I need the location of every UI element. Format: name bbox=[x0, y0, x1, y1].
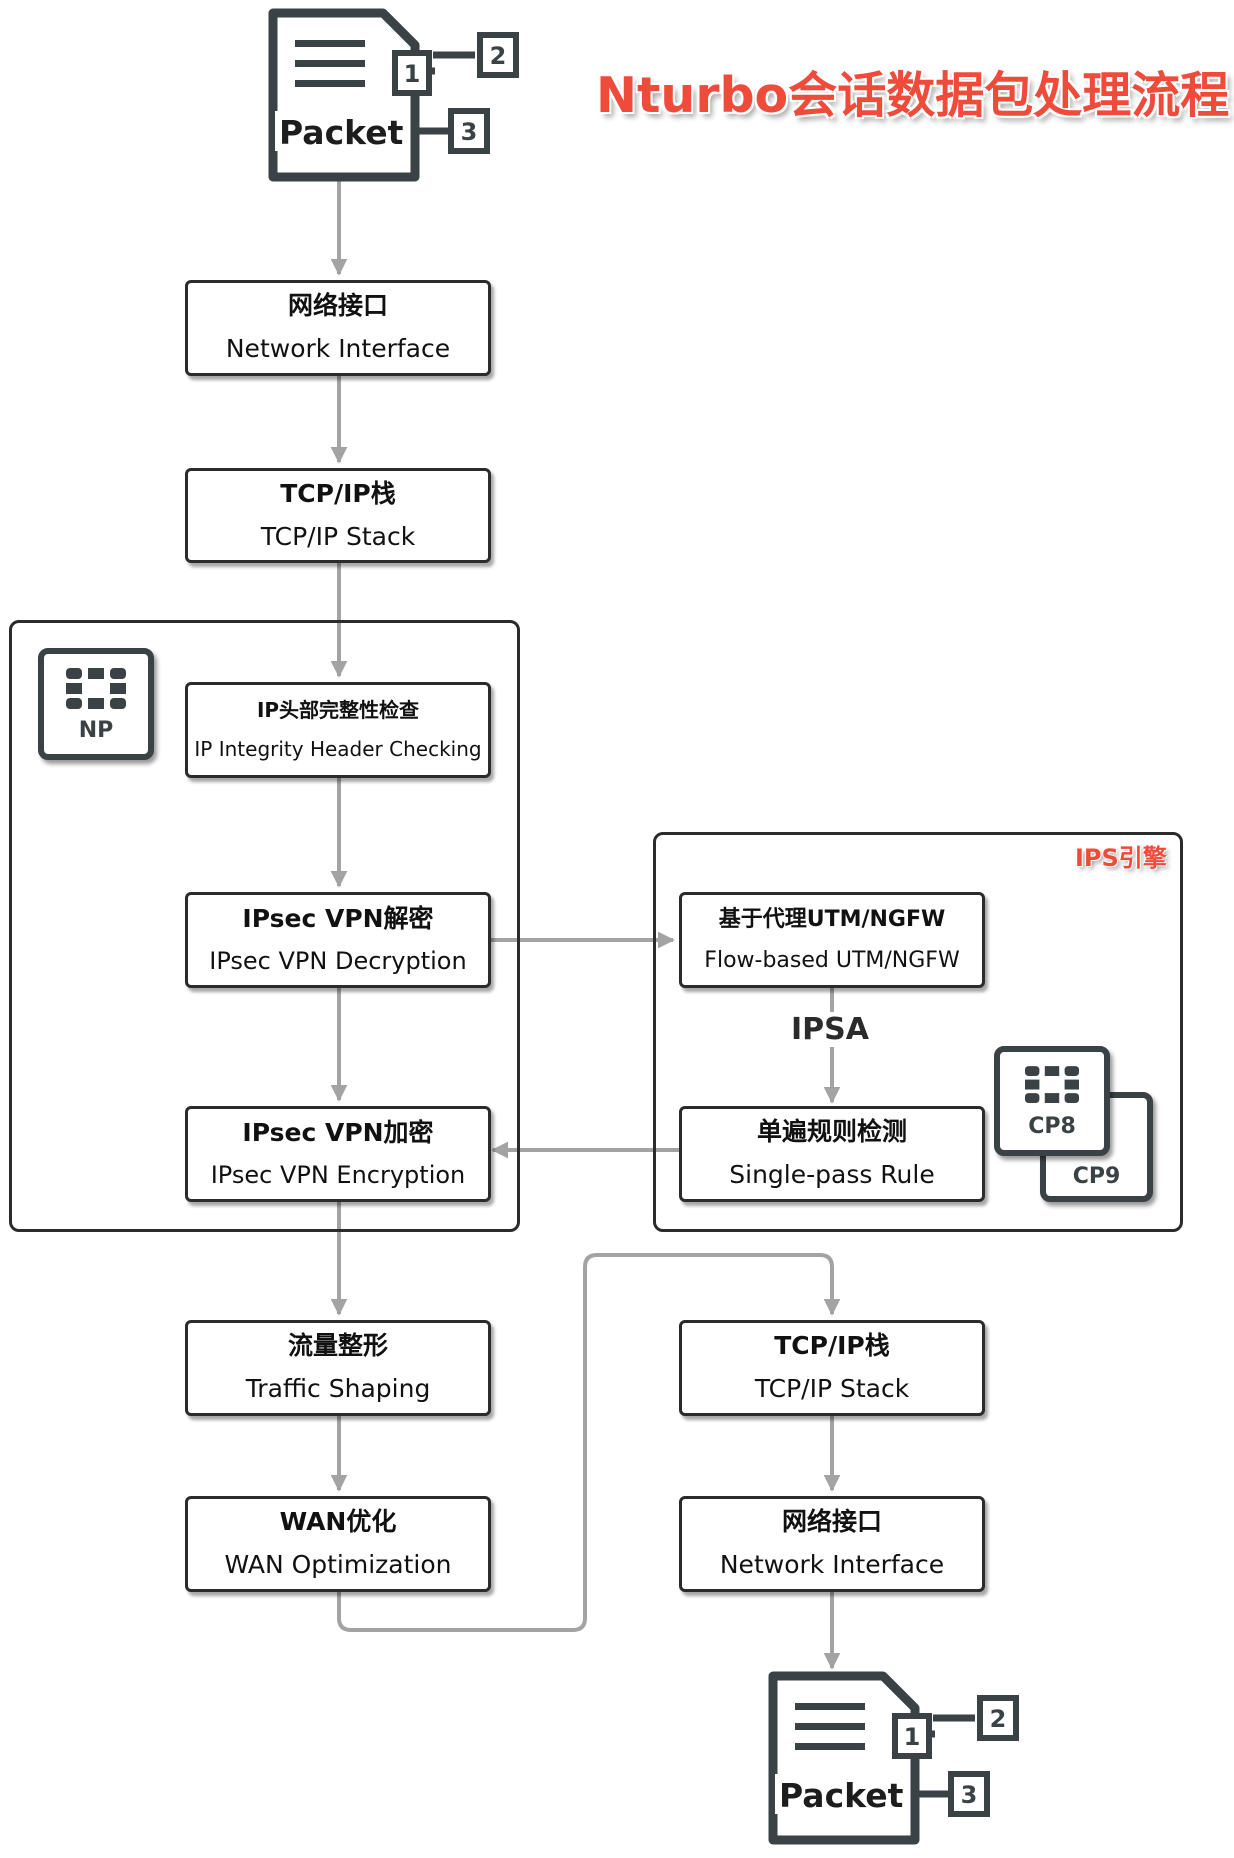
network-interface-out: 网络接口 Network Interface bbox=[679, 1496, 985, 1592]
node-zh-label: 流量整形 bbox=[287, 1331, 388, 1361]
ip-integrity-check: IP头部完整性检查 IP Integrity Header Checking bbox=[185, 682, 491, 778]
ipsec-vpn-decryption: IPsec VPN解密 IPsec VPN Decryption bbox=[185, 892, 491, 988]
node-zh-label: IP头部完整性检查 bbox=[256, 698, 420, 722]
node-en-label: TCP/IP Stack bbox=[754, 1374, 910, 1403]
node-zh-label: IPsec VPN解密 bbox=[242, 903, 434, 933]
np-badge-label: NP bbox=[78, 718, 114, 743]
packet-tag-3: 3 bbox=[461, 118, 478, 146]
packet-icon-output: 1 2 3 Packet bbox=[768, 1671, 1019, 1845]
node-en-label: TCP/IP Stack bbox=[260, 521, 416, 551]
packet-tag-2: 2 bbox=[990, 1705, 1007, 1733]
node-zh-label: IPsec VPN加密 bbox=[242, 1117, 434, 1147]
packet-label: Packet bbox=[279, 113, 404, 152]
node-en-label: IPsec VPN Encryption bbox=[210, 1160, 466, 1189]
single-pass-rule: 单遍规则检测 Single-pass Rule bbox=[679, 1106, 985, 1202]
packet-tag-1: 1 bbox=[404, 60, 421, 88]
ipsec-vpn-encryption: IPsec VPN加密 IPsec VPN Encryption bbox=[185, 1106, 491, 1202]
cp8-badge: CP8 bbox=[994, 1046, 1110, 1156]
node-en-label: Flow-based UTM/NGFW bbox=[704, 948, 960, 973]
packet-tag-2: 2 bbox=[490, 42, 507, 70]
flow-based-utm: 基于代理UTM/NGFW Flow-based UTM/NGFW bbox=[679, 892, 985, 988]
node-en-label: Network Interface bbox=[225, 334, 451, 363]
node-en-label: IP Integrity Header Checking bbox=[194, 737, 482, 761]
packet-tag-3: 3 bbox=[961, 1781, 978, 1809]
ips-engine-group bbox=[653, 832, 1183, 1232]
np-badge: NP bbox=[38, 648, 154, 760]
chip-icon bbox=[1025, 1066, 1079, 1103]
packet-icon-input: 1 2 3 Packet bbox=[268, 8, 519, 182]
node-zh-label: 网络接口 bbox=[781, 1507, 882, 1537]
node-zh-label: WAN优化 bbox=[279, 1507, 397, 1537]
node-zh-label: TCP/IP栈 bbox=[774, 1331, 890, 1361]
node-en-label: Traffic Shaping bbox=[245, 1374, 431, 1403]
diagram-title: Nturbo会话数据包处理流程 bbox=[596, 67, 1230, 124]
cp8-badge-label: CP8 bbox=[1028, 1114, 1076, 1139]
packet-tag-1: 1 bbox=[904, 1723, 921, 1751]
arrow-wan-to-tcp-out bbox=[337, 1253, 841, 1632]
node-zh-label: 单遍规则检测 bbox=[756, 1117, 907, 1147]
ipsa-label: IPSA bbox=[790, 1012, 870, 1047]
cp9-badge-label: CP9 bbox=[1072, 1164, 1121, 1189]
node-en-label: Single-pass Rule bbox=[729, 1160, 935, 1189]
np-group bbox=[9, 620, 520, 1232]
wan-optimization: WAN优化 WAN Optimization bbox=[185, 1496, 491, 1592]
network-interface-in: 网络接口 Network Interface bbox=[185, 280, 491, 376]
node-en-label: WAN Optimization bbox=[224, 1550, 452, 1579]
node-zh-label: 基于代理UTM/NGFW bbox=[718, 906, 946, 932]
tcp-ip-stack-in: TCP/IP栈 TCP/IP Stack bbox=[185, 468, 491, 563]
node-en-label: IPsec VPN Decryption bbox=[209, 946, 467, 975]
traffic-shaping: 流量整形 Traffic Shaping bbox=[185, 1320, 491, 1416]
ips-engine-label: IPS引擎 bbox=[1075, 844, 1167, 872]
packet-label: Packet bbox=[779, 1776, 904, 1815]
chip-icon bbox=[66, 668, 126, 709]
node-zh-label: TCP/IP栈 bbox=[280, 478, 396, 508]
node-zh-label: 网络接口 bbox=[287, 291, 388, 321]
tcp-ip-stack-out: TCP/IP栈 TCP/IP Stack bbox=[679, 1320, 985, 1416]
node-en-label: Network Interface bbox=[719, 1550, 945, 1579]
